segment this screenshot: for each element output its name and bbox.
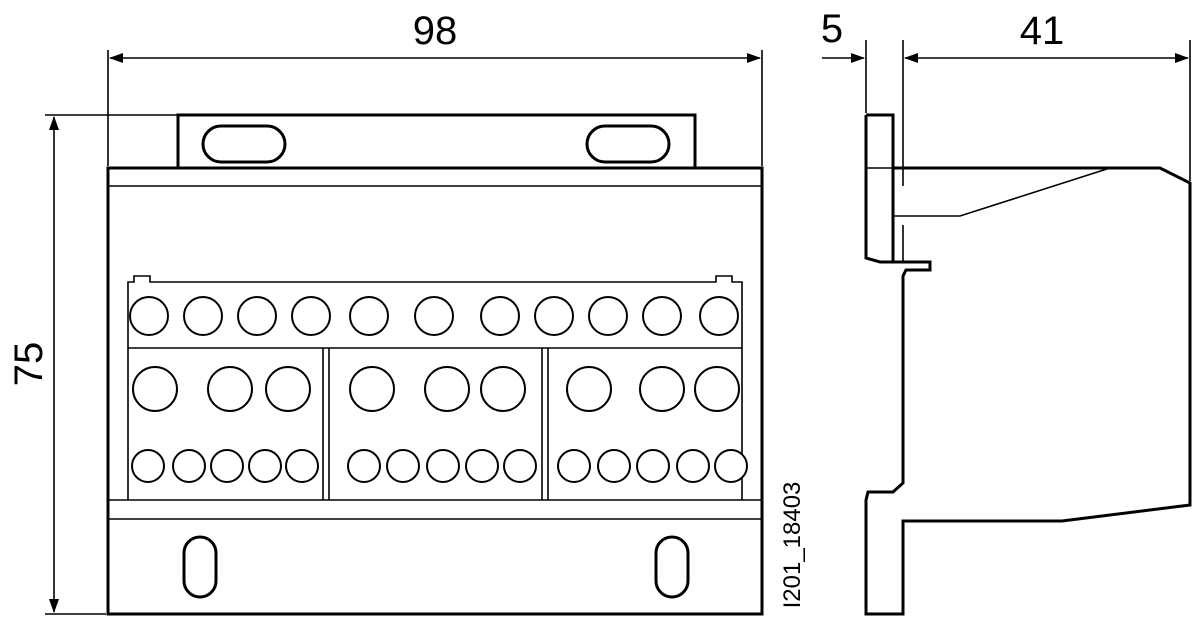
width-label: 98	[413, 9, 458, 53]
slot-right-top	[585, 124, 671, 164]
drawing-id: I201_18403	[779, 482, 806, 609]
depth-dimension: 41	[904, 9, 1191, 181]
terminal-hole-bottom-3	[210, 449, 244, 483]
front-view	[106, 113, 764, 616]
terminal-hole-top-9	[588, 296, 628, 336]
terminal-hole-top-8	[534, 296, 574, 336]
terminal-hole-bottom-4	[248, 449, 282, 483]
terminal-hole-bottom-14	[676, 449, 710, 483]
terminal-hole-top-7	[480, 296, 520, 336]
terminal-hole-middle-8	[639, 366, 685, 412]
terminal-hole-bottom-15	[714, 449, 748, 483]
width-dimension: 98	[107, 9, 763, 166]
terminal-hole-middle-3	[265, 366, 311, 412]
side-view	[864, 113, 1192, 616]
terminal-hole-bottom-7	[386, 449, 420, 483]
terminal-hole-top-10	[642, 296, 682, 336]
terminal-hole-middle-4	[349, 366, 395, 412]
terminal-hole-top-11	[699, 296, 739, 336]
terminal-hole-bottom-8	[426, 449, 460, 483]
offset-dimension: 5	[821, 7, 904, 262]
terminal-hole-bottom-9	[465, 449, 499, 483]
terminal-hole-bottom-1	[131, 449, 165, 483]
terminal-hole-top-3	[237, 296, 277, 336]
side-profile	[864, 113, 1192, 616]
offset-label: 5	[821, 7, 843, 51]
terminal-hole-bottom-2	[172, 449, 206, 483]
terminal-hole-bottom-6	[347, 449, 381, 483]
height-label: 75	[7, 342, 51, 387]
side-clip	[864, 115, 893, 264]
terminal-hole-middle-7	[566, 366, 612, 412]
terminal-holes	[129, 296, 748, 483]
terminal-hole-top-1	[129, 296, 169, 336]
terminal-hole-top-4	[291, 296, 331, 336]
main-body	[106, 166, 764, 616]
terminal-frame	[127, 275, 743, 500]
slot-left-bottom	[182, 535, 218, 599]
terminal-hole-middle-6	[480, 366, 526, 412]
slot-right-bottom	[654, 535, 690, 599]
depth-label: 41	[1020, 9, 1065, 53]
terminal-hole-middle-2	[207, 366, 253, 412]
terminal-hole-bottom-11	[557, 449, 591, 483]
terminal-hole-middle-9	[694, 366, 740, 412]
terminal-hole-bottom-10	[503, 449, 537, 483]
height-dimension: 75	[7, 114, 178, 615]
side-inner-line	[893, 167, 1111, 217]
top-mounting-tab	[108, 113, 762, 170]
terminal-hole-bottom-5	[285, 449, 319, 483]
terminal-hole-top-5	[349, 296, 389, 336]
terminal-hole-middle-1	[132, 366, 178, 412]
slot-left-top	[201, 124, 287, 164]
terminal-hole-bottom-12	[597, 449, 631, 483]
terminal-hole-top-6	[414, 296, 454, 336]
terminal-hole-top-2	[183, 296, 223, 336]
terminal-hole-middle-5	[424, 366, 470, 412]
terminal-hole-bottom-13	[636, 449, 670, 483]
